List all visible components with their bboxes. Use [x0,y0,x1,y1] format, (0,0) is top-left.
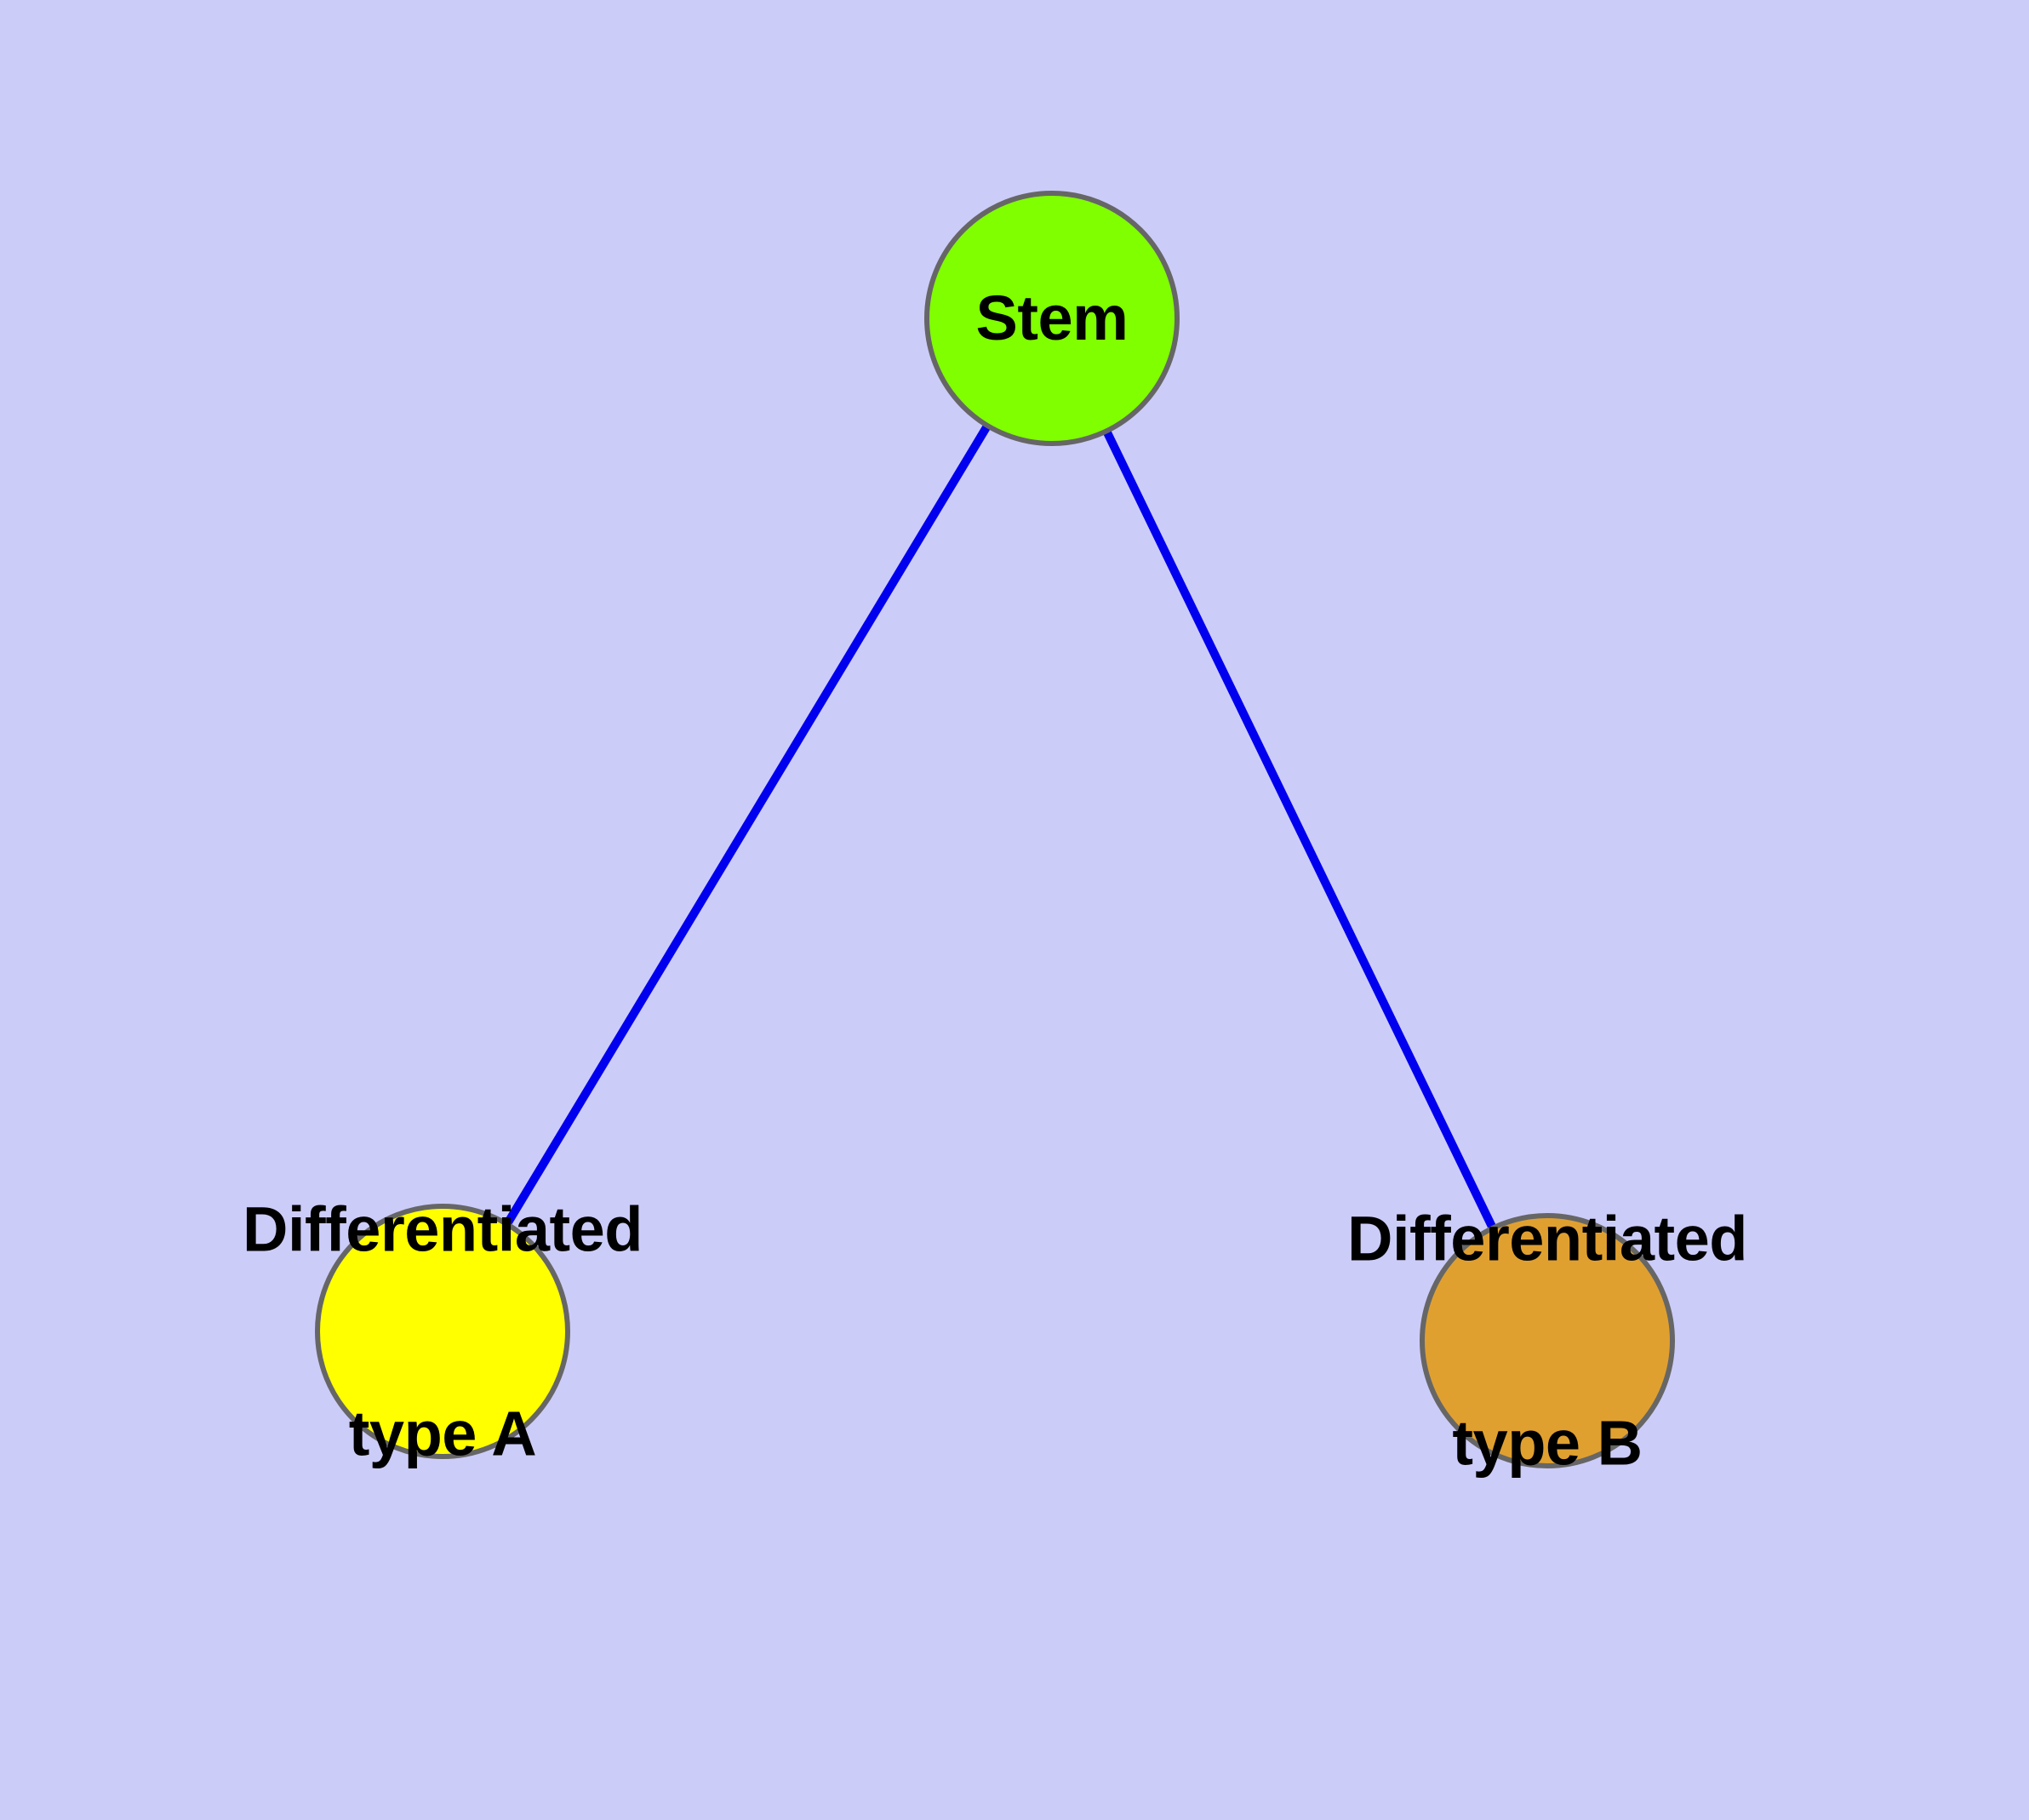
node-differentiated-type-a[interactable] [315,1204,570,1459]
edge-stem-to-diff-b [1048,316,1552,1343]
node-stem[interactable] [924,191,1180,446]
node-layer [315,191,1675,1468]
edge-layer [438,316,1552,1343]
node-differentiated-type-b[interactable] [1420,1213,1675,1468]
edge-stem-to-diff-a [438,316,1056,1334]
